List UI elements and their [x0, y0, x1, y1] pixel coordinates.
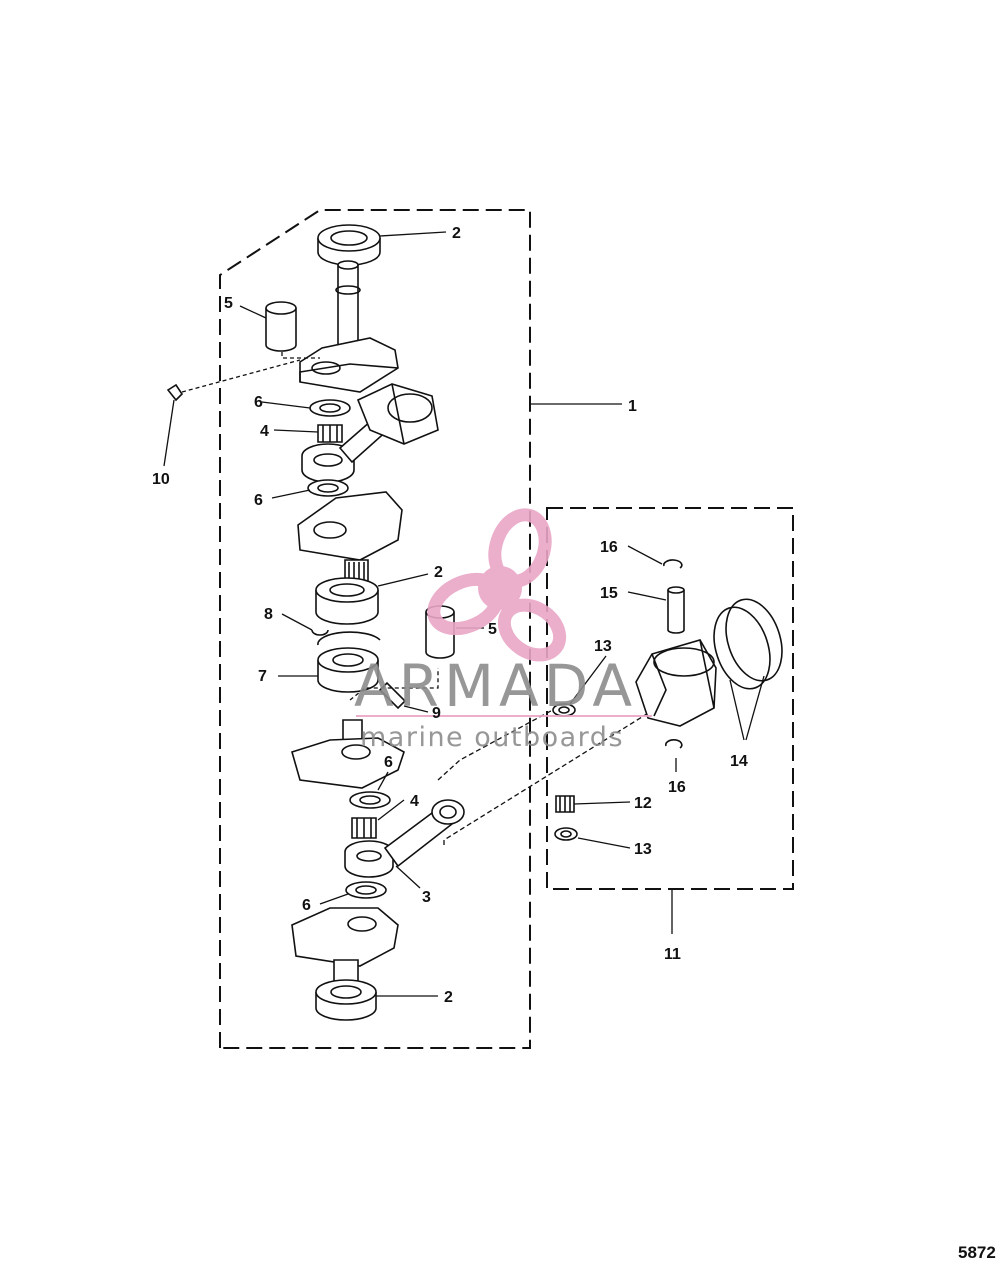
callout-6-b: 6 — [254, 492, 263, 509]
piston-pin-lock-bottom — [665, 739, 683, 749]
piston-pin — [667, 586, 685, 634]
crank-pin-upper — [265, 301, 320, 359]
callout-5-lower: 5 — [488, 621, 497, 638]
callout-11: 11 — [664, 946, 681, 963]
callout-7: 7 — [258, 668, 267, 685]
middle-crank-web — [297, 491, 403, 585]
center-seal-ring — [317, 631, 381, 646]
watermark-logo: ARMADA marine outboards — [354, 508, 652, 753]
center-seal — [317, 647, 379, 693]
callout-10: 10 — [152, 471, 170, 488]
piston-pin-lock-top — [663, 559, 683, 569]
top-main-bearing — [317, 224, 381, 266]
piston — [635, 639, 717, 727]
callout-4-upper: 4 — [260, 423, 269, 440]
small-end-washer-bottom — [554, 827, 578, 841]
bottom-crank-web — [291, 907, 399, 986]
callout-3: 3 — [422, 889, 431, 906]
woodruff-key — [166, 359, 301, 402]
thrust-washer-lower — [345, 881, 387, 899]
thrust-washer-upper-b — [307, 479, 349, 497]
propeller-icon — [427, 508, 567, 662]
upper-rod-assembly — [301, 383, 439, 483]
piston-rings — [713, 598, 783, 690]
callout-16-top: 16 — [600, 539, 618, 556]
callout-8: 8 — [264, 606, 273, 623]
watermark-brand: ARMADA — [354, 652, 637, 720]
dowel-pin — [349, 668, 439, 710]
callout-15: 15 — [600, 585, 618, 602]
figure-reference-number: 5872 — [958, 1243, 996, 1262]
callout-2-top: 2 — [452, 225, 461, 242]
group-boundary-crankshaft — [219, 209, 531, 1049]
callout-1: 1 — [628, 398, 637, 415]
callout-14: 14 — [730, 753, 748, 770]
callout-4-lower: 4 — [410, 793, 419, 810]
lower-connecting-rod — [344, 705, 651, 878]
bottom-main-bearing — [315, 979, 377, 1021]
callout-9: 9 — [432, 705, 441, 722]
leader-lines — [163, 231, 765, 997]
callout-6-c: 6 — [384, 754, 393, 771]
callout-13-lower: 13 — [634, 841, 652, 858]
lower-middle-crank-web — [291, 719, 405, 789]
retaining-ring — [311, 629, 329, 636]
center-main-bearing — [315, 577, 379, 625]
watermark-tagline: marine outboards — [360, 722, 624, 753]
lower-roller-set — [349, 791, 391, 839]
callout-labels: 1 2 2 2 3 4 4 5 5 6 6 6 6 7 8 9 10 11 12… — [152, 225, 748, 1006]
callout-13-upper: 13 — [594, 638, 612, 655]
upper-crank-web — [299, 260, 399, 393]
callout-12: 12 — [634, 795, 652, 812]
group-boundary-piston-kit — [546, 507, 794, 890]
callout-6-d: 6 — [302, 897, 311, 914]
callout-2-center: 2 — [434, 564, 443, 581]
callout-2-bottom: 2 — [444, 989, 453, 1006]
small-end-needle-bearing — [555, 795, 575, 813]
callout-5-upper: 5 — [224, 295, 233, 312]
callout-6-a: 6 — [254, 394, 263, 411]
callout-16-bottom: 16 — [668, 779, 686, 796]
